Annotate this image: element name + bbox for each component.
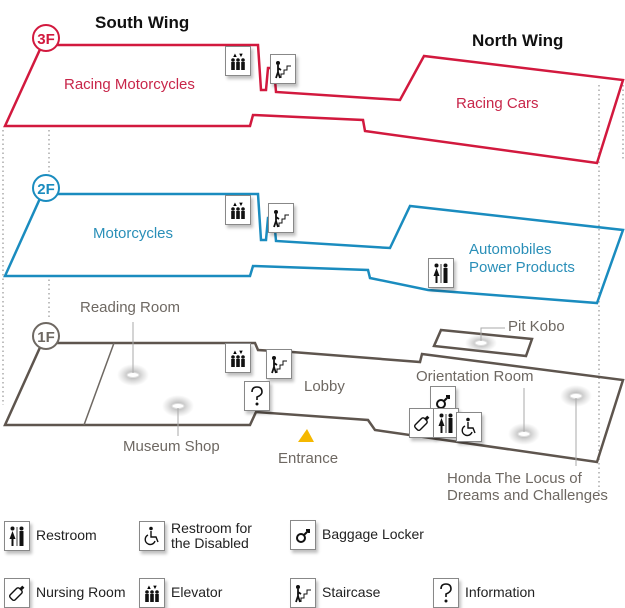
legend-elevator: ▲▼ Elevator [139, 578, 222, 608]
room-locus-line1[interactable]: Honda The Locus of [447, 470, 582, 487]
restroom-disabled-icon [139, 521, 165, 552]
legend-restroom-disabled-line2: the Disabled [171, 535, 249, 552]
pit-kobo-marker[interactable] [474, 340, 488, 346]
room-power-products[interactable]: Power Products [469, 259, 575, 276]
floor-badge-1f-label: 1F [37, 329, 55, 346]
3f-elevator-icon[interactable]: ▲▼ [225, 46, 251, 76]
2f-restroom-icon[interactable] [428, 258, 454, 288]
legend-restroom-label: Restroom [36, 527, 97, 544]
south-wing-label: South Wing [95, 13, 190, 32]
leader-lines [132, 322, 577, 466]
room-lobby[interactable]: Lobby [304, 378, 345, 395]
legend-information: Information [433, 578, 535, 608]
legend-nursing-room-label: Nursing Room [36, 584, 126, 601]
restroom-icon [4, 521, 30, 551]
orientation-room-marker[interactable] [517, 431, 531, 437]
pit-kobo-outline[interactable] [432, 328, 534, 358]
legend-restroom-disabled: Restroom for the Disabled [139, 520, 252, 552]
svg-text:▲▼: ▲▼ [146, 585, 158, 591]
1f-staircase-icon[interactable] [266, 349, 292, 379]
room-museum-shop[interactable]: Museum Shop [123, 438, 220, 455]
floor-3f-outline[interactable] [3, 43, 625, 165]
room-locus-line2[interactable]: Dreams and Challenges [447, 487, 608, 504]
room-reading-room[interactable]: Reading Room [80, 299, 181, 316]
room-markers [117, 334, 592, 445]
reading-room-divider [83, 342, 115, 426]
legend-staircase-label: Staircase [322, 584, 381, 601]
floor-badge-3f[interactable]: 3F [32, 24, 60, 52]
room-racing-cars[interactable]: Racing Cars [456, 95, 539, 112]
1f-elevator-icon[interactable]: ▲▼ [225, 343, 251, 373]
svg-text:▲▼: ▲▼ [232, 53, 244, 59]
reading-room-marker[interactable] [126, 372, 140, 378]
room-racing-motorcycles[interactable]: Racing Motorcycles [64, 76, 195, 93]
svg-text:▲▼: ▲▼ [232, 350, 244, 356]
nursing-room-icon [4, 578, 30, 608]
legend-restroom: Restroom [4, 521, 97, 551]
legend-restroom-disabled-line1: Restroom for [171, 520, 252, 536]
3f-staircase-icon[interactable] [270, 54, 296, 84]
legend-nursing-room: Nursing Room [4, 578, 125, 608]
elevator-icon: ▲▼ [139, 578, 165, 608]
floor-2f-outline[interactable] [3, 192, 625, 305]
entrance-label[interactable]: Entrance [278, 450, 339, 467]
information-icon [433, 578, 459, 608]
floor-1f-outline[interactable] [3, 341, 625, 464]
2f-staircase-icon[interactable] [268, 203, 294, 233]
room-pit-kobo[interactable]: Pit Kobo [508, 318, 565, 335]
floor-badge-3f-label: 3F [37, 31, 55, 48]
1f-restroom-disabled-icon[interactable] [456, 412, 482, 442]
svg-text:▲▼: ▲▼ [232, 202, 244, 208]
legend-elevator-label: Elevator [171, 584, 223, 601]
room-orientation-room[interactable]: Orientation Room [416, 368, 534, 385]
2f-elevator-icon[interactable]: ▲▼ [225, 195, 251, 225]
legend-staircase: Staircase [290, 578, 380, 608]
pit-kobo-leader [480, 327, 505, 341]
locus-marker[interactable] [569, 393, 583, 399]
legend-baggage-locker: Baggage Locker [290, 520, 424, 550]
museum-shop-marker[interactable] [171, 403, 185, 409]
1f-information-icon[interactable] [244, 381, 270, 411]
room-motorcycles[interactable]: Motorcycles [93, 225, 174, 242]
room-automobiles[interactable]: Automobiles [469, 241, 552, 258]
floor-badge-2f-label: 2F [37, 181, 55, 198]
north-wing-label: North Wing [472, 31, 564, 50]
baggage-locker-icon [290, 520, 316, 550]
floor-badge-1f[interactable]: 1F [32, 322, 60, 350]
entrance-marker-icon[interactable] [298, 429, 314, 442]
legend-baggage-locker-label: Baggage Locker [322, 526, 424, 543]
legend-information-label: Information [465, 584, 536, 601]
floor-badge-2f[interactable]: 2F [32, 174, 60, 202]
staircase-icon [290, 578, 316, 608]
legend-restroom-disabled-label: Restroom for the Disabled [171, 520, 252, 552]
1f-nursing-room-icon[interactable] [409, 408, 435, 438]
